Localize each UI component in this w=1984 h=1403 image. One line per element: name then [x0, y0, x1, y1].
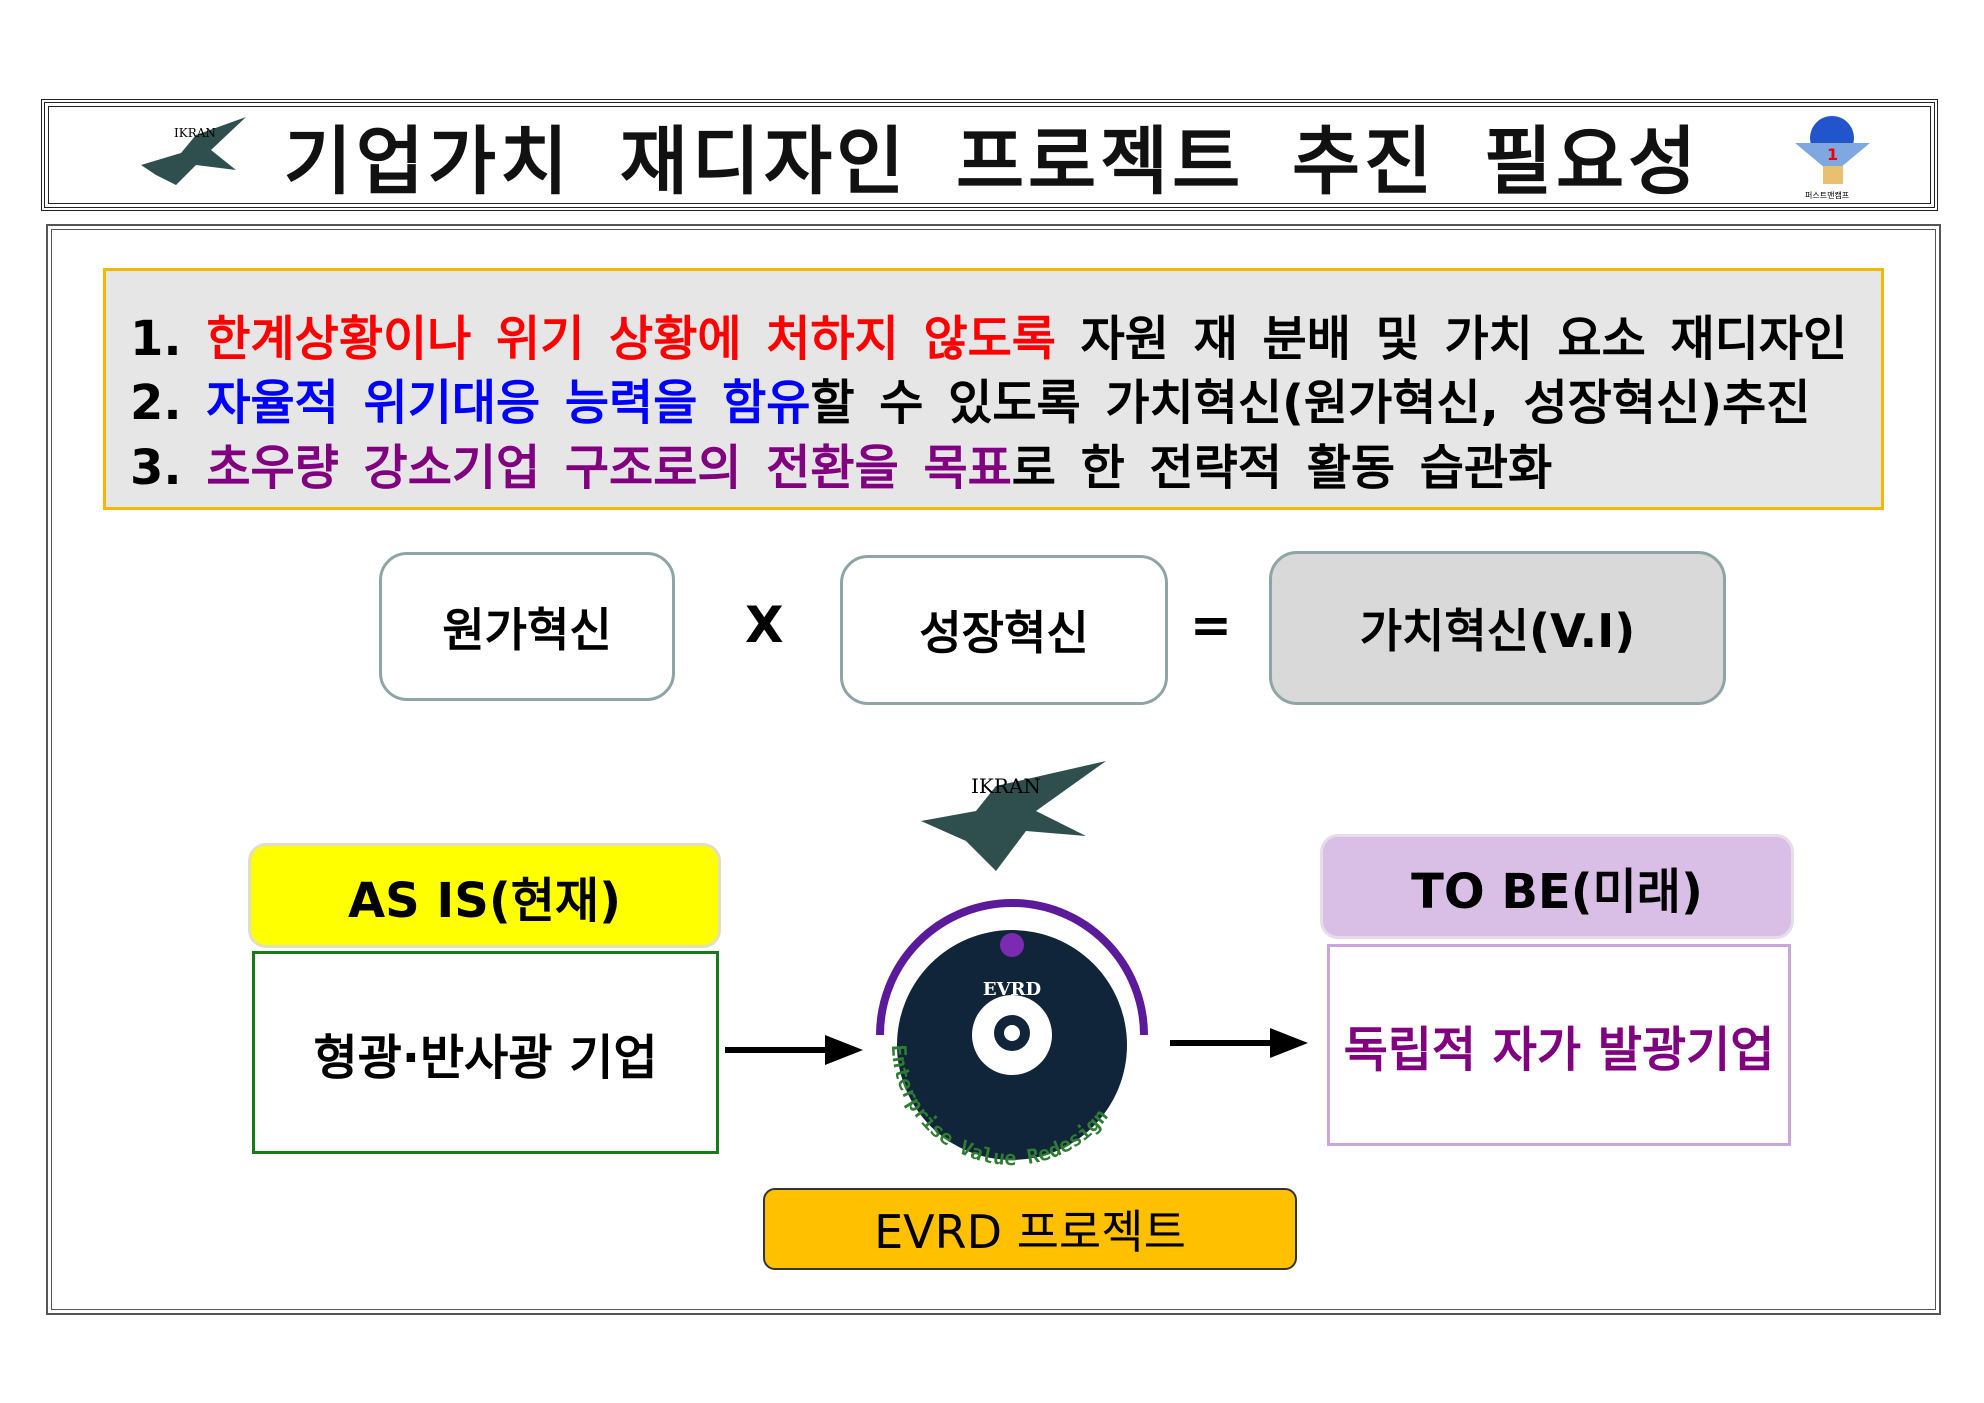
- point-num: 2.: [130, 375, 182, 431]
- multiply-operator: X: [745, 596, 784, 654]
- point-text: 할 수 있도록 가치혁신(원가혁신, 성장혁신)추진: [810, 375, 1811, 431]
- page-title: 기업가치 재디자인 프로젝트 추진 필요성: [283, 118, 1701, 205]
- svg-text:IKRAN: IKRAN: [971, 774, 1041, 798]
- firstmancamp-logo: 1 퍼스트맨캠프: [1785, 108, 1880, 203]
- svg-text:1: 1: [1827, 145, 1838, 164]
- content-frame: [46, 224, 1941, 1315]
- arrow-right-icon: [1170, 1023, 1310, 1063]
- growth-innovation-box: 성장혁신: [840, 555, 1168, 705]
- points-box: 1. 한계상황이나 위기 상황에 처하지 않도록 자원 재 분배 및 가치 요소…: [103, 268, 1884, 510]
- evrd-logo: EVRD Enterprise Value Redesign: [862, 885, 1162, 1185]
- point-highlight: 자율적 위기대응 능력을 함유: [206, 375, 811, 431]
- svg-text:퍼스트맨캠프: 퍼스트맨캠프: [1805, 190, 1849, 200]
- point-3: 3. 초우량 강소기업 구조로의 전환을 목표로 한 전략적 활동 습관화: [130, 428, 1552, 498]
- svg-text:IKRAN: IKRAN: [174, 126, 216, 140]
- point-1: 1. 한계상황이나 위기 상황에 처하지 않도록 자원 재 분배 및 가치 요소…: [130, 299, 1847, 369]
- as-is-header: AS IS(현재): [248, 843, 721, 948]
- point-num: 3.: [130, 440, 182, 496]
- title-frame: [41, 99, 1938, 211]
- to-be-body: 독립적 자가 발광기업: [1327, 944, 1791, 1146]
- point-highlight: 한계상황이나 위기 상황에 처하지 않도록: [206, 311, 1056, 367]
- point-2: 2. 자율적 위기대응 능력을 함유할 수 있도록 가치혁신(원가혁신, 성장혁…: [130, 363, 1810, 433]
- cost-innovation-box: 원가혁신: [379, 552, 675, 701]
- point-num: 1.: [130, 311, 182, 367]
- arrow-right-icon: [725, 1030, 865, 1070]
- to-be-header: TO BE(미래): [1320, 834, 1794, 939]
- evrd-project-label: EVRD 프로젝트: [763, 1188, 1297, 1270]
- point-text: 로 한 전략적 활동 습관화: [1011, 440, 1553, 496]
- evrd-label: EVRD: [983, 979, 1041, 1000]
- equals-operator: =: [1190, 596, 1232, 654]
- point-text: 자원 재 분배 및 가치 요소 재디자인: [1055, 311, 1848, 367]
- value-innovation-box: 가치혁신(V.I): [1269, 551, 1726, 705]
- ikran-logo-left: IKRAN: [136, 115, 251, 197]
- ikran-logo-center: IKRAN: [916, 761, 1108, 878]
- point-highlight: 초우량 강소기업 구조로의 전환을 목표: [206, 440, 1012, 496]
- as-is-body: 형광·반사광 기업: [252, 951, 719, 1154]
